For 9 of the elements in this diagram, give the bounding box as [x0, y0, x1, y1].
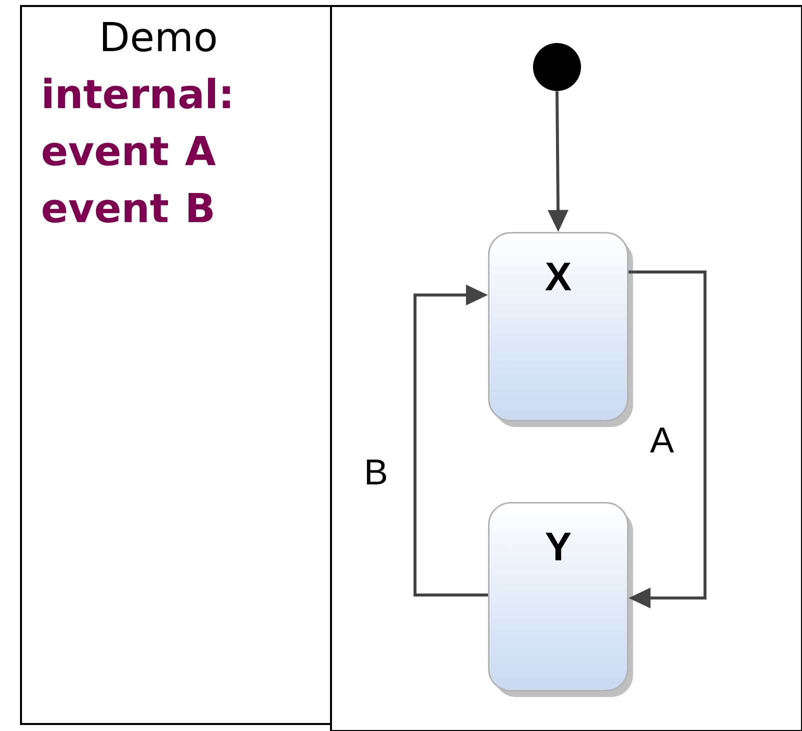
- edge-label: A: [649, 426, 676, 454]
- state-box: Y: [488, 502, 633, 697]
- diagram-frame: [330, 5, 802, 731]
- text-panel: Demo internal: event A event B: [20, 5, 332, 725]
- arrow: [414, 284, 488, 596]
- arrow: [628, 270, 706, 608]
- initial-state: [533, 43, 581, 91]
- edge-label: B: [363, 458, 390, 486]
- state-box: X: [488, 232, 633, 427]
